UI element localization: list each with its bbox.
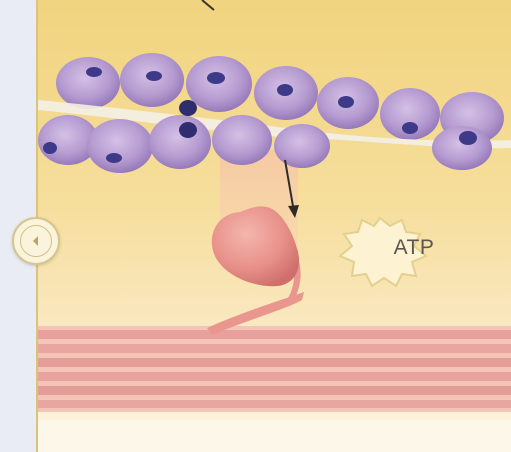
- muscle-band: [38, 372, 511, 381]
- chevron-left-icon: [30, 235, 42, 247]
- back-button-ring: [20, 225, 52, 257]
- muscle-bands: [38, 326, 511, 412]
- illustration-svg: [38, 0, 511, 452]
- cell-nucleus: [179, 122, 197, 138]
- cell-nucleus: [338, 96, 354, 108]
- cell: [186, 56, 252, 112]
- atp-label: ATP: [374, 236, 454, 260]
- cell: [274, 124, 330, 168]
- cell-nucleus: [459, 131, 477, 145]
- cell-nucleus: [402, 122, 418, 134]
- cell-nucleus: [86, 67, 102, 77]
- cell-nucleus: [146, 71, 162, 81]
- cell-nucleus: [106, 153, 122, 163]
- muscle-band: [38, 330, 511, 339]
- muscle-band: [38, 344, 511, 353]
- muscle-band: [38, 358, 511, 367]
- cell: [432, 126, 492, 170]
- cell-nucleus: [207, 72, 225, 84]
- cell-nucleus: [277, 84, 293, 96]
- cell: [149, 115, 211, 169]
- background-bottom: [38, 420, 511, 452]
- cell: [87, 119, 153, 173]
- back-button[interactable]: [12, 217, 60, 265]
- cell-nucleus: [179, 100, 197, 116]
- cell: [212, 115, 272, 165]
- illustration-panel: ATP: [36, 0, 511, 452]
- muscle-band: [38, 400, 511, 408]
- cell: [56, 57, 120, 109]
- cell-nucleus: [43, 142, 57, 154]
- muscle-band: [38, 386, 511, 395]
